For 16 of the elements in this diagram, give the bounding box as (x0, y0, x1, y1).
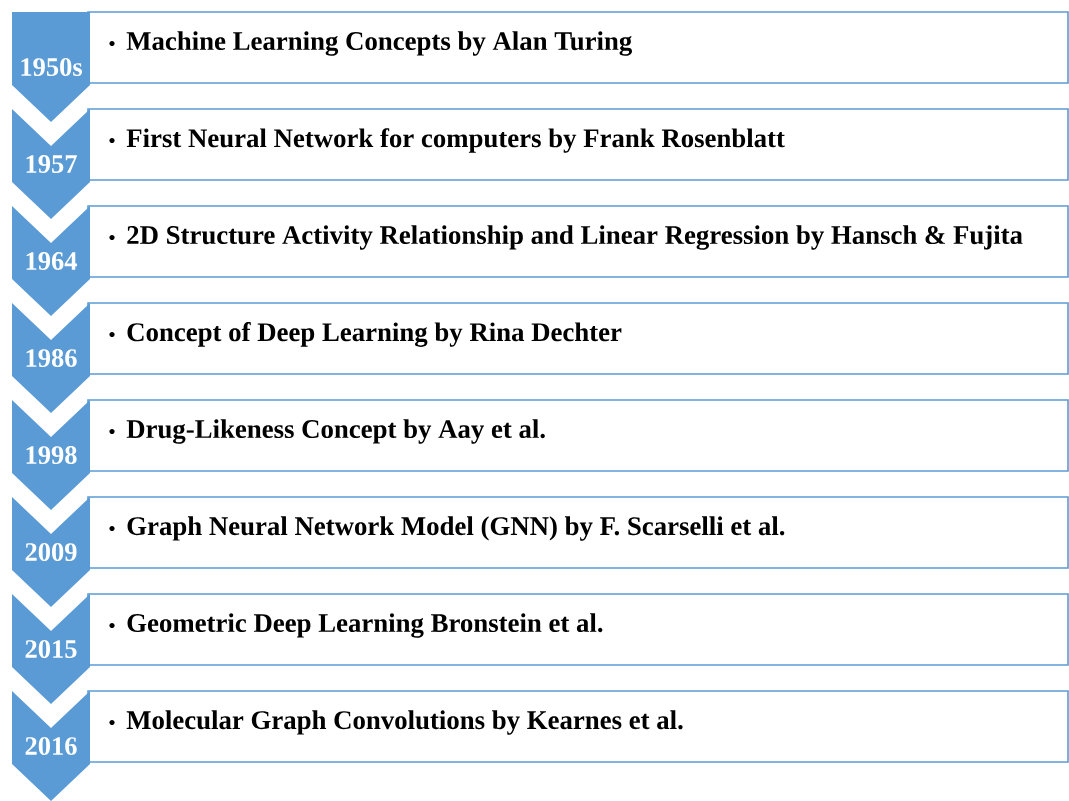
year-banner: 1957 (12, 109, 90, 219)
year-banner: 1950s (12, 12, 90, 122)
year-banner: 1964 (12, 206, 90, 316)
event-box: Concept of Deep Learning by Rina Dechter (87, 302, 1069, 375)
year-banner: 2016 (12, 691, 90, 801)
event-box: Graph Neural Network Model (GNN) by F. Scarselli et al. (87, 496, 1069, 569)
event-box: First Neural Network for computers by Frank Rosenblatt (87, 108, 1069, 181)
year-banner: 1998 (12, 400, 90, 510)
event-box: Drug-Likeness Concept by Aay et al. (87, 399, 1069, 472)
event-box: Machine Learning Concepts by Alan Turing (87, 11, 1069, 84)
event-box: Molecular Graph Convolutions by Kearnes et al. (87, 690, 1069, 763)
year-banner: 2009 (12, 497, 90, 607)
year-banner: 1986 (12, 303, 90, 413)
event-box: 2D Structure Activity Relationship and Linear Regression by Hansch & Fujita (87, 205, 1069, 278)
event-box: Geometric Deep Learning Bronstein et al. (87, 593, 1069, 666)
year-banner: 2015 (12, 594, 90, 704)
